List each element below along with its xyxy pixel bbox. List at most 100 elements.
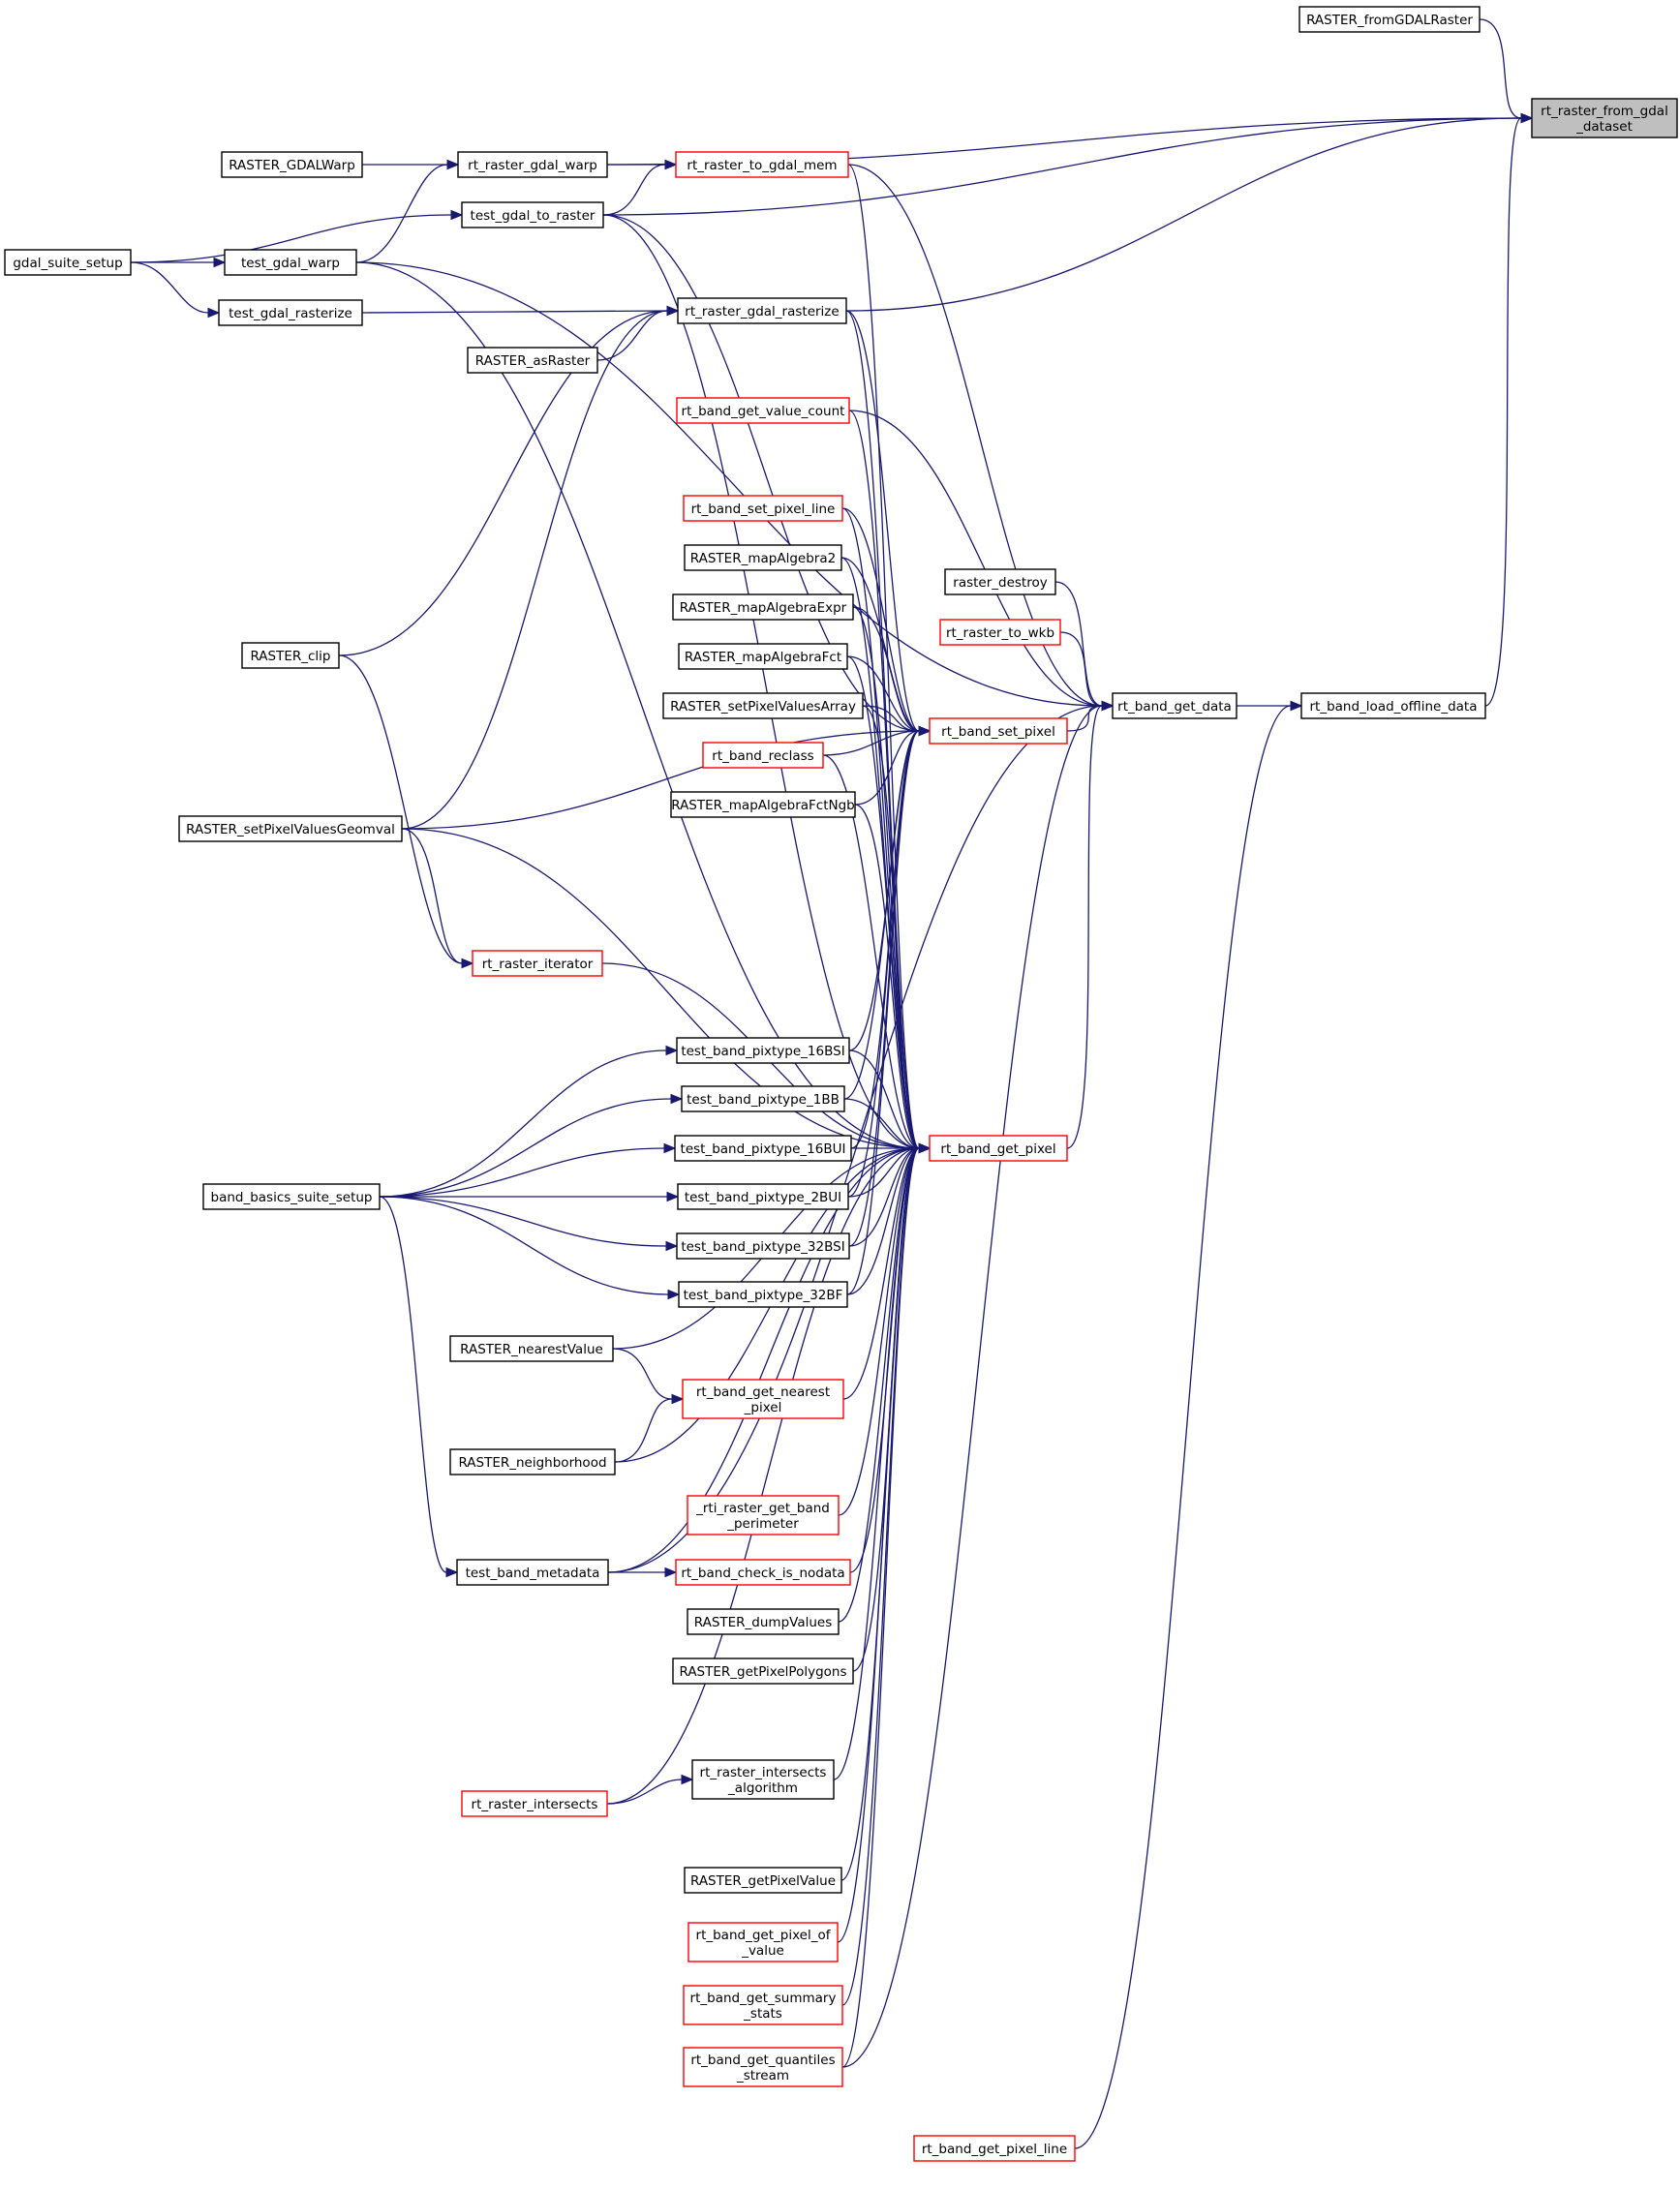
node-test-gdal-rasterize[interactable]: test_gdal_rasterize [218, 299, 363, 326]
edge-raster-setpixelvaluesgeomval-to-rt-raster-iterator [401, 828, 474, 969]
node-label: test_gdal_to_raster [471, 208, 596, 224]
node-label: rt_band_get_pixel_of [696, 1928, 832, 1943]
node-test-band-pixtype-1bb[interactable]: test_band_pixtype_1BB [681, 1085, 845, 1112]
node-label: _rti_raster_get_band [695, 1501, 830, 1516]
node-box [674, 1135, 852, 1162]
node-label: test_band_pixtype_32BF [684, 1288, 843, 1303]
node-box [913, 2135, 1076, 2162]
edge-test-gdal-warp-to-rt-raster-gdal-warp [355, 159, 460, 263]
node-box [461, 201, 604, 228]
node-raster-getpixelvalue[interactable]: RASTER_getPixelValue [684, 1867, 842, 1894]
node-rt-raster-to-gdal-mem[interactable]: rt_raster_to_gdal_mem [675, 151, 849, 178]
node-raster-nearestvalue[interactable]: RASTER_nearestValue [449, 1335, 614, 1362]
node-label: RASTER_dumpValues [694, 1615, 833, 1630]
node-rt-band-get-value-count[interactable]: rt_band_get_value_count [676, 397, 850, 424]
node-rt-band-set-pixel[interactable]: rt_band_set_pixel [929, 717, 1068, 745]
node-box [929, 1135, 1068, 1162]
node-test-band-pixtype-16bui[interactable]: test_band_pixtype_16BUI [674, 1135, 852, 1162]
node-rt-raster-intersects[interactable]: rt_raster_intersects [461, 1790, 608, 1817]
node-raster-mapalgebra2[interactable]: RASTER_mapAlgebra2 [684, 544, 842, 571]
edge-test-band-pixtype-16bsi-to-rt-band-set-pixel [848, 725, 932, 1051]
node-label: _pixel [744, 1400, 782, 1415]
node-box [1298, 6, 1481, 33]
node-rt-band-get-pixel-line[interactable]: rt_band_get_pixel_line [913, 2135, 1076, 2162]
node-label: gdal_suite_setup [13, 256, 122, 271]
node-label: RASTER_mapAlgebraFct [685, 650, 841, 665]
node-raster-gdalwarp[interactable]: RASTER_GDALWarp [221, 151, 363, 178]
edge-rt-raster-intersects-to-rt-raster-intersects-algorithm [606, 1774, 694, 1805]
edge-rt-raster-gdal-rasterize-to-rt-raster-from-gdal-dataset [845, 112, 1534, 312]
node-test-band-pixtype-16bsi[interactable]: test_band_pixtype_16BSI [676, 1037, 850, 1064]
node-rt-raster-gdal-warp[interactable]: rt_raster_gdal_warp [457, 151, 608, 178]
edge-band-basics-suite-setup-to-test-band-pixtype-16bui [379, 1142, 677, 1198]
node-label: rt_band_get_summary [690, 1991, 837, 2006]
node-raster-mapalgebraexpr[interactable]: RASTER_mapAlgebraExpr [672, 593, 854, 621]
node-test-gdal-warp[interactable]: test_gdal_warp [224, 249, 357, 276]
node-raster-setpixelvaluesgeomval[interactable]: RASTER_setPixelValuesGeomval [178, 815, 403, 842]
node-box [1112, 692, 1237, 719]
node-label: RASTER_setPixelValuesArray [670, 699, 856, 715]
node-box [683, 495, 843, 522]
edge-rt-band-get-quantiles-stream-to-rt-band-get-pixel [841, 1142, 932, 2068]
node-box [218, 299, 363, 326]
node-raster-asraster[interactable]: RASTER_asRaster [467, 347, 598, 374]
node-rti-raster-get-band-perimeter[interactable]: _rti_raster_get_band_perimeter [687, 1495, 840, 1536]
edge-band-basics-suite-setup-to-test-band-pixtype-16bsi [379, 1045, 679, 1198]
edge-raster-setpixelvaluesgeomval-to-rt-band-get-pixel [401, 828, 932, 1154]
node-rt-band-get-nearest-pixel[interactable]: rt_band_get_nearest_pixel [682, 1379, 844, 1419]
node-raster-getpixelpolygons[interactable]: RASTER_getPixelPolygons [672, 1658, 854, 1685]
node-rt-raster-iterator[interactable]: rt_raster_iterator [472, 950, 603, 977]
node-rt-band-get-data[interactable]: rt_band_get_data [1112, 692, 1237, 719]
node-label: test_band_pixtype_32BSI [681, 1239, 844, 1255]
node-raster-fromgdalraster[interactable]: RASTER_fromGDALRaster [1298, 6, 1481, 33]
node-box [702, 742, 824, 769]
node-label: rt_raster_gdal_rasterize [685, 304, 839, 319]
node-box [662, 692, 864, 719]
node-raster-dumpvalues[interactable]: RASTER_dumpValues [687, 1608, 840, 1635]
edge-rti-raster-get-band-perimeter-to-rt-band-get-pixel [838, 1142, 932, 1516]
edge-raster-getpixelpolygons-to-rt-band-get-pixel [852, 1142, 932, 1672]
node-box [449, 1448, 616, 1475]
node-rt-raster-from-gdal-dataset[interactable]: rt_raster_from_gdal_dataset [1531, 98, 1678, 138]
node-label: _dataset [1575, 119, 1633, 135]
node-rt-raster-to-wkb[interactable]: rt_raster_to_wkb [939, 619, 1061, 646]
node-test-band-pixtype-32bf[interactable]: test_band_pixtype_32BF [678, 1281, 848, 1308]
node-rt-band-get-summary-stats[interactable]: rt_band_get_summary_stats [683, 1985, 843, 2025]
node-box [456, 1559, 609, 1586]
node-raster-setpixelvaluesarray[interactable]: RASTER_setPixelValuesArray [662, 692, 864, 719]
node-gdal-suite-setup[interactable]: gdal_suite_setup [4, 249, 132, 276]
node-label: RASTER_getPixelPolygons [679, 1664, 846, 1680]
edge-raster-neighborhood-to-rt-band-get-nearest-pixel [614, 1393, 685, 1463]
node-test-gdal-to-raster[interactable]: test_gdal_to_raster [461, 201, 604, 228]
node-label: rt_band_get_value_count [682, 404, 845, 419]
node-raster-mapalgebrafct[interactable]: RASTER_mapAlgebraFct [678, 643, 848, 670]
node-raster-destroy[interactable]: raster_destroy [944, 568, 1056, 595]
node-rt-band-get-quantiles-stream[interactable]: rt_band_get_quantiles_stream [683, 2047, 843, 2087]
node-rt-band-reclass[interactable]: rt_band_reclass [702, 742, 824, 769]
node-raster-neighborhood[interactable]: RASTER_neighborhood [449, 1448, 616, 1475]
node-raster-mapalgebrafctngb[interactable]: RASTER_mapAlgebraFctNgb [670, 791, 856, 818]
node-label: rt_band_check_is_nodata [681, 1566, 844, 1581]
edge-band-basics-suite-setup-to-test-band-metadata [379, 1196, 459, 1578]
node-label: _stats [743, 2006, 782, 2022]
node-box [224, 249, 357, 276]
node-rt-raster-gdal-rasterize[interactable]: rt_raster_gdal_rasterize [677, 297, 847, 324]
node-band-basics-suite-setup[interactable]: band_basics_suite_setup [202, 1183, 381, 1210]
node-box [676, 1037, 850, 1064]
node-test-band-pixtype-32bsi[interactable]: test_band_pixtype_32BSI [676, 1232, 850, 1260]
node-label: rt_band_set_pixel [941, 724, 1055, 740]
node-label: band_basics_suite_setup [211, 1190, 373, 1205]
edge-raster-mapalgebra2-to-rt-band-get-pixel [840, 557, 932, 1154]
node-box [675, 151, 849, 178]
node-rt-band-check-is-nodata[interactable]: rt_band_check_is_nodata [675, 1559, 851, 1586]
node-box [1531, 98, 1678, 138]
node-rt-band-get-pixel-of-value[interactable]: rt_band_get_pixel_of_value [687, 1922, 839, 1962]
node-rt-band-set-pixel-line[interactable]: rt_band_set_pixel_line [683, 495, 843, 522]
node-test-band-pixtype-2bui[interactable]: test_band_pixtype_2BUI [677, 1183, 849, 1210]
node-test-band-metadata[interactable]: test_band_metadata [456, 1559, 609, 1586]
node-raster-clip[interactable]: RASTER_clip [241, 642, 340, 669]
node-rt-band-get-pixel[interactable]: rt_band_get_pixel [929, 1135, 1068, 1162]
node-label: test_band_pixtype_1BB [687, 1092, 840, 1108]
node-rt-raster-intersects-algorithm[interactable]: rt_raster_intersects_algorithm [691, 1759, 835, 1800]
node-rt-band-load-offline-data[interactable]: rt_band_load_offline_data [1300, 692, 1486, 719]
